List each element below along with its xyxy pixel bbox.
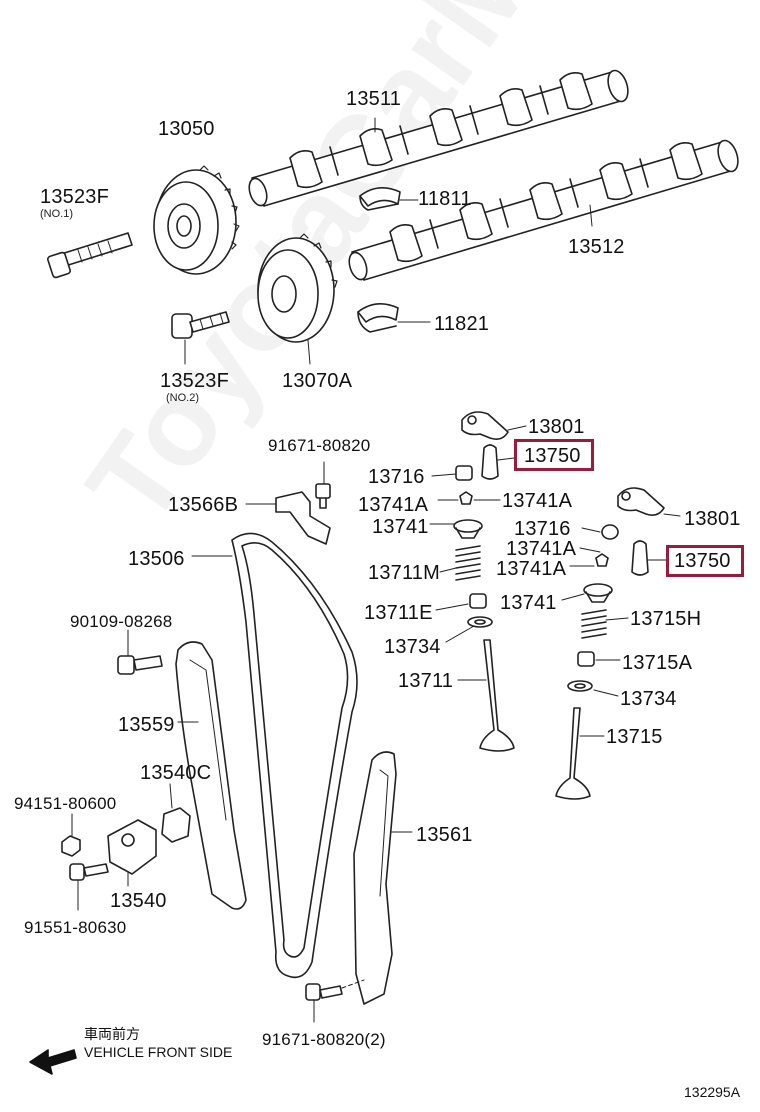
- figure-number: 132295A: [684, 1084, 741, 1100]
- label-13741a-c: 13741A: [506, 538, 577, 560]
- label-13715: 13715: [606, 726, 663, 748]
- label-13716-a: 13716: [368, 466, 425, 488]
- valve-spring-13715h: [581, 609, 629, 639]
- label-13715h: 13715H: [630, 608, 702, 630]
- washer-13734-a: [445, 616, 493, 643]
- lash-adjuster-13750-a: [481, 444, 515, 480]
- sprocket-13070a: [257, 233, 338, 365]
- label-13523f-no1-sub: (NO.1): [40, 208, 73, 220]
- valve-keeper-13741a-c: [569, 547, 609, 567]
- label-91671-80820-2: 91671-80820(2): [262, 1030, 386, 1049]
- valve-retainer-13741-b: [561, 583, 613, 603]
- label-13523f-no1: 13523F: [40, 186, 110, 208]
- valve-cap-13716-a: [431, 465, 473, 481]
- label-13734-a: 13734: [384, 636, 441, 658]
- washer-13734-b: [567, 680, 619, 697]
- bracket-13566b: [245, 491, 331, 545]
- bolt-90109: [117, 629, 163, 675]
- bolt-91671-bottom: [305, 979, 365, 1023]
- label-91671-top: 91671-80820: [268, 436, 371, 455]
- label-13070a: 13070A: [282, 370, 353, 392]
- valve-cap-13716-b: [581, 524, 619, 540]
- bolt-91671-top: [315, 461, 331, 509]
- label-90109-08268: 90109-08268: [70, 612, 173, 631]
- camshaft-13512: [348, 139, 739, 281]
- label-13741a-d: 13741A: [496, 558, 567, 580]
- label-91551-80630: 91551-80630: [24, 918, 127, 937]
- label-13711e: 13711E: [364, 602, 433, 624]
- label-94151-80600: 94151-80600: [14, 794, 117, 813]
- bolt-13523f-no1: [47, 232, 133, 279]
- valve-retainer-13741-a: [429, 519, 483, 539]
- label-13506: 13506: [128, 548, 185, 570]
- label-13523f-no2: 13523F: [160, 370, 230, 392]
- label-13540: 13540: [110, 890, 167, 912]
- nut-94151: [61, 813, 81, 857]
- valve-13711: [457, 639, 515, 752]
- highlight-13750-a: [514, 439, 594, 471]
- label-13711m: 13711M: [368, 562, 440, 584]
- label-13801-a: 13801: [528, 416, 585, 438]
- label-11821: 11821: [434, 313, 490, 335]
- label-13050: 13050: [158, 118, 215, 140]
- vehicle-front-jp: 車両前方: [84, 1026, 140, 1042]
- label-13750-b: 13750: [674, 550, 731, 572]
- valve-spring-13711m: [439, 545, 481, 581]
- label-11811: 11811: [418, 188, 472, 210]
- lash-adjuster-13750-b: [631, 540, 667, 576]
- label-13741a-a: 13741A: [358, 494, 429, 516]
- bolt-13523f-no2: [171, 311, 230, 365]
- label-13716-b: 13716: [514, 518, 571, 540]
- timing-chain-13506: [191, 532, 358, 979]
- bearing-11821: [357, 303, 431, 333]
- label-13715a: 13715A: [622, 652, 693, 674]
- camshaft-13511: [248, 69, 629, 207]
- label-13523f-no2-sub: (NO.2): [166, 392, 199, 404]
- label-13750-a: 13750: [524, 445, 581, 467]
- label-13711: 13711: [398, 670, 454, 692]
- label-13741-a: 13741: [372, 516, 429, 538]
- tensioner-13540: [107, 819, 157, 887]
- bolt-91551: [69, 863, 109, 911]
- sprocket-13050: [153, 165, 240, 275]
- valve-13715: [555, 707, 605, 800]
- chain-guide-13559: [175, 641, 247, 910]
- valve-keeper-13741a-a: [437, 491, 501, 505]
- label-13540c: 13540C: [140, 762, 212, 784]
- highlight-13750-b: [666, 545, 744, 577]
- rocker-arm-13801-a: [461, 411, 527, 440]
- label-13511: 13511: [346, 88, 402, 110]
- label-13801-b: 13801: [684, 508, 741, 530]
- chain-guide-13561: [353, 751, 413, 1005]
- label-13559: 13559: [118, 714, 175, 736]
- vehicle-front-arrow: [29, 1049, 77, 1075]
- label-13741-b: 13741: [500, 592, 557, 614]
- valve-seal-13711e: [435, 593, 487, 611]
- vehicle-front-label: VEHICLE FRONT SIDE: [84, 1044, 233, 1060]
- label-13561: 13561: [416, 824, 473, 846]
- label-13734-b: 13734: [620, 688, 677, 710]
- rocker-arm-13801-b: [617, 487, 681, 517]
- label-13566b: 13566B: [168, 494, 239, 516]
- plunger-13540c: [161, 783, 191, 843]
- valve-seal-13715a: [577, 651, 621, 667]
- label-13741a-b: 13741A: [502, 490, 573, 512]
- label-13512: 13512: [568, 236, 625, 258]
- bearing-11811: [359, 187, 419, 211]
